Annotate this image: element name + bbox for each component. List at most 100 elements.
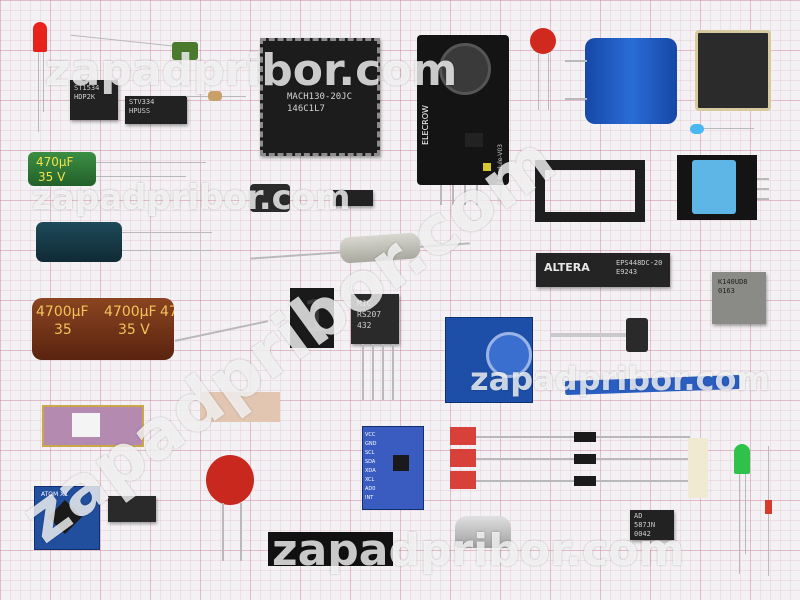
led-lead [38, 52, 39, 132]
led-lead [43, 52, 44, 112]
ad-chip-line1: AD [634, 512, 643, 520]
ferrite-filter [250, 184, 290, 212]
varistor-lead [222, 503, 224, 561]
plcc-chip-line1: MACH130-20JC [287, 92, 353, 102]
dip-chip-line1: ST1534 [74, 84, 100, 92]
green-led [734, 444, 750, 474]
capacitor-4700uf-value3: 47 [160, 304, 174, 320]
altera-chip-line1: EPS448DC-20 [616, 259, 663, 267]
accel-pin-scl: SCL [365, 450, 375, 456]
touch-sensor-module [445, 317, 533, 403]
capacitor-470uf-voltage: 35 V [38, 170, 66, 184]
header-pin [757, 198, 769, 200]
coin-cell-holder [439, 43, 491, 95]
diode-tag-1 [450, 427, 476, 445]
blue-led-small [690, 124, 704, 134]
rectifier-lead [392, 344, 394, 400]
capacitor-lead [96, 162, 206, 163]
blue-electrolytic-capacitor [585, 38, 677, 124]
altera-chip-line2: E9243 [616, 268, 638, 276]
ceramic-chip [42, 405, 144, 447]
diode-2 [574, 454, 596, 464]
bridge-line1: MIC [357, 299, 372, 308]
potentiometer-shaft [550, 333, 630, 337]
dht11-sensor [692, 160, 736, 214]
ad-chip: AD 587JN 0042 [630, 510, 674, 540]
rectifier-lead [362, 344, 364, 400]
soic-chip-bottom [108, 496, 156, 522]
bridge-rectifier: MIC RS207 432 [351, 294, 399, 344]
header-pin [757, 178, 769, 180]
film-capacitor [172, 42, 198, 60]
edge-connector [564, 374, 741, 396]
accel-pin-xcl: XCL [365, 477, 375, 483]
ad-chip-line3: 0042 [634, 530, 651, 538]
plcc-chip-line2: 146C1L7 [287, 104, 325, 114]
teal-electrolytic-capacitor [36, 222, 122, 262]
arduino-board: ATOM X1 [34, 486, 100, 550]
touch-pad [486, 332, 532, 378]
soic-chip: STV334 HPUSS [125, 96, 187, 124]
header-pin [757, 188, 769, 190]
accel-pin-xda: XDA [365, 468, 376, 474]
accel-pin-labels: VCC GND SCL SDA XDA XCL AD0 INT [365, 431, 376, 503]
bridge-line2: RS207 [357, 310, 382, 319]
accelerometer-module: VCC GND SCL SDA XDA XCL AD0 INT [362, 426, 424, 510]
capacitor-lead [538, 54, 539, 110]
capacitor-lead [548, 54, 549, 110]
accel-pin-int: INT [365, 495, 374, 501]
accel-pin-gnd: GND [365, 441, 377, 447]
dip-socket-chip [695, 30, 771, 111]
hermetic-chip-line2: 0163 [718, 287, 735, 295]
resistor [208, 91, 222, 101]
capacitor-4700uf: 4700µF 4700µF 47 35 35 V [32, 298, 174, 360]
capacitor-lead [122, 250, 212, 251]
resistor-network [333, 190, 373, 206]
capacitor-4700uf-voltage2: 35 V [118, 322, 150, 338]
soic-chip-line1: STV334 [129, 98, 155, 106]
diode-3 [574, 476, 596, 486]
hermetic-chip-line1: K140UD8 [718, 278, 748, 286]
elecrow-rtc-module: ELECROW DS1307 Module-V03 [417, 35, 509, 205]
soic-chip-line2: HPUSS [129, 107, 151, 115]
terminal-block [688, 438, 708, 498]
red-varistor [206, 455, 254, 505]
rectifier-lead [382, 344, 384, 400]
varistor-lead [240, 503, 242, 561]
ir-receiver [455, 516, 511, 548]
header-pin [464, 185, 466, 205]
capacitor-lead [565, 98, 587, 100]
seven-segment-display: 1 [290, 288, 334, 348]
altera-logo: ALTERA [544, 261, 590, 274]
led-lead [745, 474, 746, 554]
diode-1 [574, 432, 596, 442]
capacitor-lead [565, 60, 587, 62]
capacitor-lead [70, 34, 172, 47]
accel-pin-ad0: AD0 [365, 486, 376, 492]
capacitor-lead [174, 320, 269, 342]
capacitor-4700uf-value1: 4700µF [36, 304, 89, 320]
red-ceramic-capacitor [530, 28, 556, 54]
arduino-label: ATOM X1 [41, 491, 69, 498]
elecrow-brand: ELECROW [421, 105, 430, 145]
capacitor-470uf-value: 470µF [36, 155, 74, 169]
black-connector-strip [268, 532, 393, 566]
axial-capacitor [339, 232, 421, 264]
elecrow-side-text: DS1307 Module-V03 [497, 144, 504, 205]
dip-socket [535, 160, 645, 222]
plcc-chip: MACH130-20JC 146C1L7 [260, 38, 380, 156]
dip-chip-small: ST1534 HDP2K [70, 80, 118, 120]
small-diode [765, 500, 772, 514]
diode-tag-2 [450, 449, 476, 467]
seven-segment-digit: 1 [302, 291, 329, 342]
hermetic-chip: K140UD8 0163 [712, 272, 766, 324]
accel-pin-sda: SDA [365, 459, 376, 465]
header-pin [440, 185, 442, 205]
accel-pin-vcc: VCC [365, 432, 376, 438]
capacitor-lead [122, 232, 212, 233]
bridge-line3: 432 [357, 321, 372, 330]
capacitor-lead [96, 176, 186, 177]
ad-chip-line2: 587JN [634, 521, 656, 529]
capacitor-470uf: 470µF 35 V [28, 152, 96, 186]
header-pin [452, 185, 454, 205]
